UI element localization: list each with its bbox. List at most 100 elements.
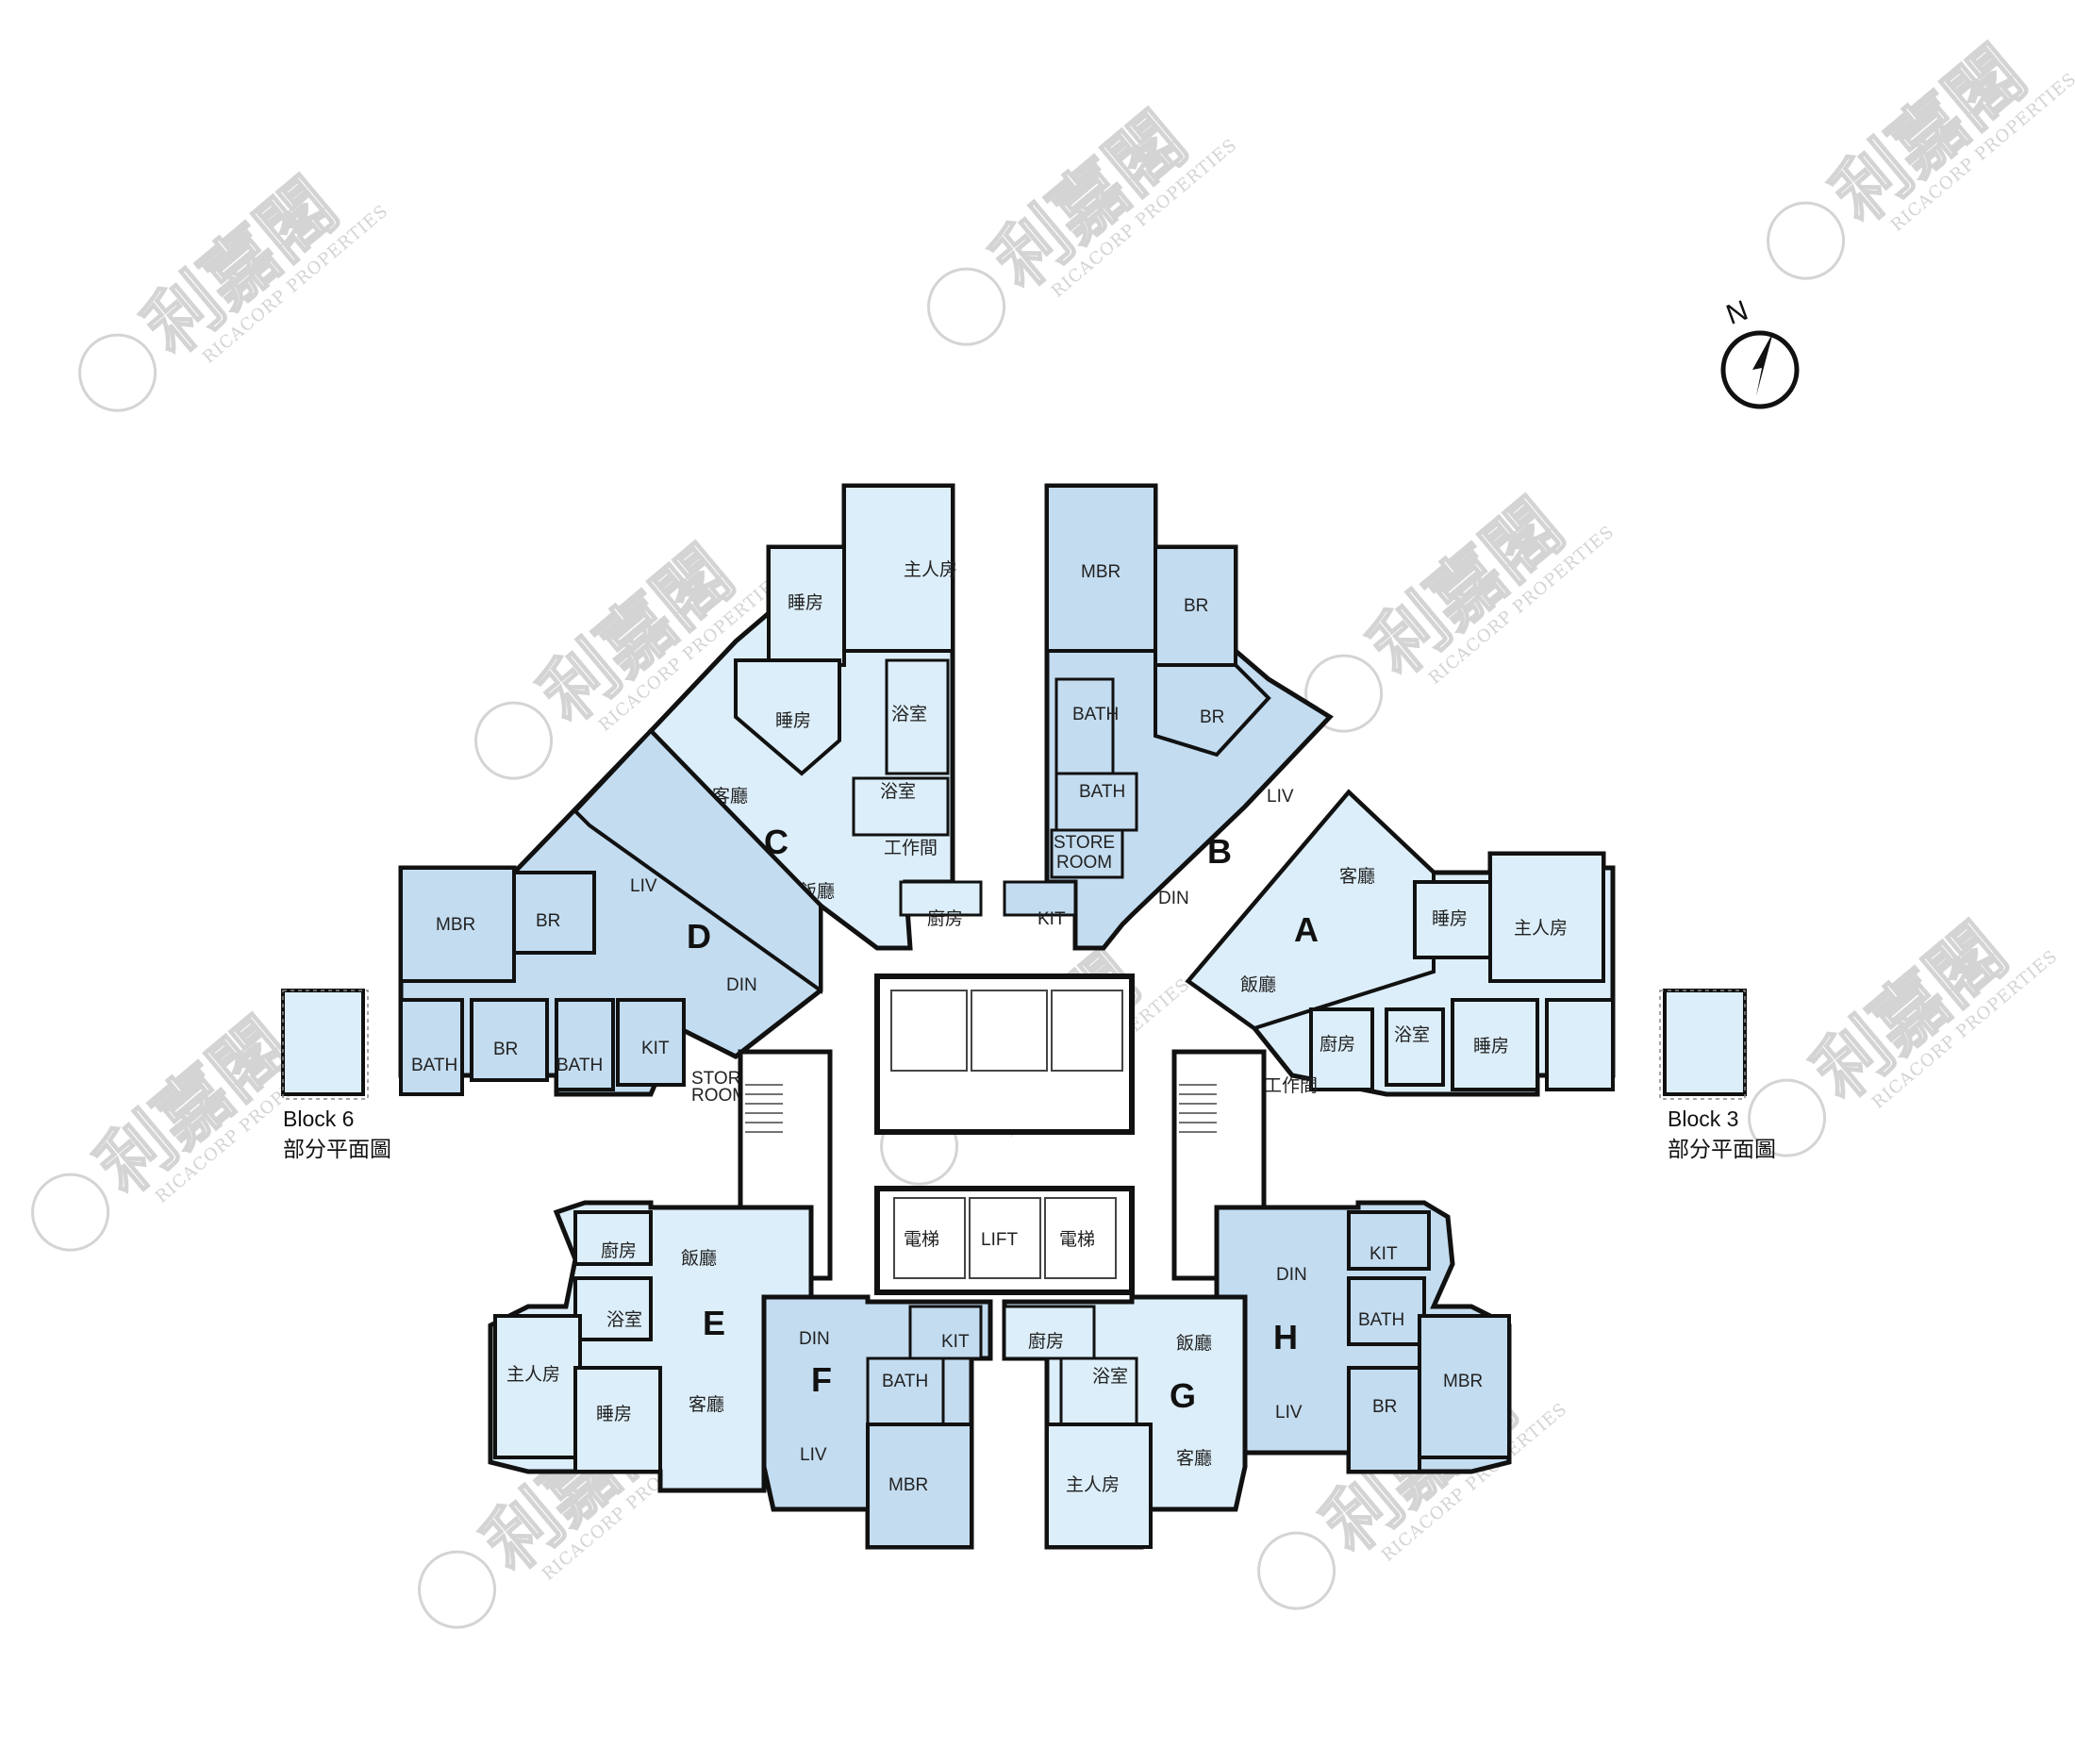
north-arrow-icon: [1752, 332, 1773, 396]
lift-left-label: 電梯: [904, 1229, 939, 1250]
unit-h-kitchen-label: KIT: [1370, 1244, 1398, 1264]
left-stair-treads: [745, 1084, 783, 1133]
unit-b-master-bedroom: [1045, 484, 1157, 653]
watermark-logo-icon: [474, 701, 554, 780]
unit-a: 客廳 飯廳 睡房 睡房 主人房 廚房 浴室 工作間 A: [1185, 789, 1616, 1097]
watermark-logo-icon: [78, 333, 158, 412]
unit-a-bedroom-1-label: 睡房: [1432, 908, 1468, 929]
unit-a-bath-2: [1545, 998, 1615, 1091]
unit-f-bath: [866, 1356, 945, 1426]
unit-f-kitchen-label: KIT: [941, 1332, 970, 1352]
block-6-caption: 部分平面圖: [283, 1137, 391, 1161]
unit-e-master-bedroom: [493, 1314, 582, 1459]
unit-e: 廚房 飯廳 浴室 主人房 睡房 客廳 E: [488, 1200, 814, 1493]
unit-d: MBR BR BR LIV DIN BATH BATH KIT STORE RO…: [398, 727, 823, 1106]
unit-h-dining-label: DIN: [1276, 1265, 1307, 1285]
unit-d-bath-1: [399, 998, 464, 1096]
unit-g-kitchen-label: 廚房: [1028, 1330, 1064, 1352]
unit-c-bedroom-1-label: 睡房: [788, 592, 823, 613]
unit-e-dining-label: 飯廳: [681, 1248, 717, 1269]
watermark: 利嘉閣 RICACORP PROPERTIES: [927, 96, 1241, 346]
unit-d-living-label: LIV: [630, 876, 657, 896]
block-6-detail-frame: [282, 990, 369, 1100]
unit-d-master-label: MBR: [436, 915, 475, 935]
upper-lift-shaft-3: [1051, 990, 1123, 1072]
block-6-bath-detail: [281, 989, 365, 1096]
unit-c-bedroom-2: [734, 658, 841, 776]
unit-c-bedroom-1: [767, 545, 846, 667]
block-3-caption: 部分平面圖: [1668, 1137, 1776, 1161]
unit-a-master-bedroom: [1488, 852, 1605, 983]
unit-d-bath-2-label: BATH: [556, 1056, 603, 1075]
watermark-logo-icon: [1767, 201, 1846, 280]
unit-d-bedroom-2: [470, 998, 549, 1082]
unit-b-bath-1: [1054, 677, 1115, 775]
unit-g-living-label: 客廳: [1176, 1448, 1212, 1469]
lift-shaft-center: [969, 1197, 1041, 1279]
unit-b-bedroom-1-label: BR: [1184, 596, 1208, 616]
unit-d-bedroom-2-label: BR: [493, 1040, 518, 1059]
unit-a-living-dining: [1186, 790, 1436, 1031]
unit-f-letter: F: [811, 1360, 832, 1399]
unit-c-kitchen: [899, 880, 983, 917]
unit-a-bedroom-2: [1451, 998, 1539, 1091]
unit-a-bedroom-1: [1413, 880, 1492, 959]
unit-g-letter: G: [1170, 1376, 1196, 1415]
watermark-logo-icon: [1257, 1531, 1336, 1610]
unit-a-bath: [1385, 1007, 1445, 1087]
watermark: 利嘉閣 RICACORP PROPERTIES: [1304, 483, 1618, 733]
compass-circle-icon: [1720, 330, 1800, 409]
unit-h-bath-label: BATH: [1358, 1310, 1404, 1330]
watermark-logo-icon: [31, 1173, 110, 1252]
block-3-bath-detail: [1663, 989, 1747, 1096]
unit-b-master-label: MBR: [1081, 562, 1120, 582]
unit-b-living-label: LIV: [1267, 787, 1294, 807]
unit-d-bath-1-label: BATH: [411, 1056, 457, 1075]
lift-shaft-left: [893, 1197, 966, 1279]
unit-c-bath-1: [885, 658, 950, 775]
unit-d-master-bedroom: [399, 866, 516, 983]
unit-b-bedroom-2-label: BR: [1200, 707, 1224, 727]
unit-d-bath-2: [555, 998, 615, 1091]
compass-label: N: [1722, 294, 1752, 330]
unit-g-kitchen: [1003, 1305, 1096, 1360]
lift-right-label: 電梯: [1059, 1229, 1095, 1250]
watermark-layer: 利嘉閣 RICACORP PROPERTIES 利嘉閣 RICACORP PRO…: [31, 30, 2075, 1629]
unit-e-bath-label: 浴室: [606, 1309, 642, 1330]
unit-e-bedroom: [573, 1366, 662, 1473]
unit-g-bath-label: 浴室: [1092, 1366, 1128, 1387]
unit-a-kitchen-label: 廚房: [1320, 1033, 1355, 1055]
unit-e-letter: E: [703, 1304, 725, 1342]
unit-d-living-dining: [573, 728, 822, 994]
unit-d-store-label-2: ROOM: [691, 1086, 747, 1106]
unit-d-bedroom-1-label: BR: [536, 911, 560, 931]
block-3-name: Block 3: [1668, 1107, 1738, 1131]
unit-b-bath-2-label: BATH: [1079, 782, 1125, 802]
unit-e-living-label: 客廳: [689, 1394, 724, 1415]
unit-b: MBR BR BR BATH BATH STORE ROOM LIV DIN K…: [1003, 483, 1334, 951]
unit-e-bath: [573, 1276, 653, 1341]
block-3-partial-plan: Block 3 部分平面圖: [1659, 989, 1776, 1161]
unit-a-master-label: 主人房: [1514, 918, 1568, 939]
unit-a-bedroom-2-label: 睡房: [1473, 1036, 1509, 1057]
block-3-detail-frame: [1659, 990, 1746, 1100]
unit-c-master-label: 主人房: [904, 559, 957, 580]
unit-d-kitchen: [616, 998, 686, 1087]
unit-h-master-label: MBR: [1443, 1372, 1483, 1391]
unit-e-kitchen: [573, 1210, 653, 1266]
unit-h-bedroom-label: BR: [1372, 1397, 1397, 1417]
unit-b-store-room: [1050, 828, 1124, 879]
unit-f-living-label: LIV: [800, 1445, 827, 1465]
block-6-name: Block 6: [283, 1107, 354, 1131]
watermark-logo-icon: [927, 267, 1006, 346]
unit-h-letter: H: [1273, 1318, 1298, 1356]
unit-a-letter: A: [1294, 910, 1319, 949]
unit-f-master-bedroom: [866, 1423, 973, 1549]
unit-f: DIN KIT BATH LIV MBR F: [761, 1294, 993, 1550]
unit-a-bath-label: 浴室: [1394, 1024, 1430, 1045]
unit-e-bedroom-label: 睡房: [596, 1404, 632, 1424]
unit-g: 廚房 飯廳 浴室 主人房 客廳 G: [1002, 1294, 1248, 1550]
unit-c-bath-2-label: 浴室: [880, 781, 916, 802]
unit-c-utility-label: 工作間: [884, 838, 938, 858]
unit-d-dining-label: DIN: [726, 975, 757, 995]
